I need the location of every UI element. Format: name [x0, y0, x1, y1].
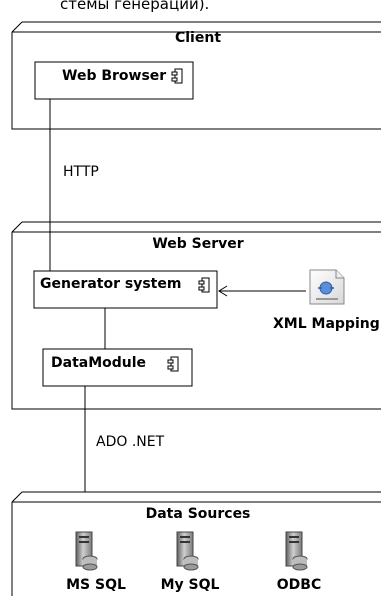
database-server-icon [75, 531, 98, 571]
datamodule-component[interactable]: DataModule [42, 348, 193, 387]
data-sources-node[interactable] [11, 491, 381, 596]
database-server-icon [285, 531, 308, 571]
component-icon [171, 68, 183, 84]
web-server-title: Web Server [152, 236, 243, 252]
xml-mapping-label: XML Mapping [273, 316, 380, 332]
ms-sql-label: MS SQL [66, 577, 126, 593]
http-label: HTTP [63, 164, 99, 180]
xml-dependency-arrow [218, 285, 306, 297]
component-icon [198, 277, 210, 293]
component-icon [167, 356, 179, 372]
web-server-node[interactable] [11, 221, 381, 410]
datamodule-label: DataModule [51, 355, 146, 371]
client-node-title: Client [175, 30, 221, 46]
web-browser-label: Web Browser [62, 68, 166, 84]
ado-net-label: ADO .NET [96, 434, 165, 450]
odbc-label: ODBC [277, 577, 321, 593]
data-sources-title: Data Sources [146, 506, 251, 522]
web-browser-component[interactable]: Web Browser [34, 61, 194, 100]
generator-system-label: Generator system [40, 276, 181, 292]
database-server-icon [176, 531, 199, 571]
client-node[interactable] [11, 21, 381, 130]
top-caption: стемы генерации). [60, 0, 209, 13]
xml-document-icon [309, 269, 345, 305]
generator-system-component[interactable]: Generator system [33, 270, 218, 309]
my-sql-label: My SQL [161, 577, 220, 593]
